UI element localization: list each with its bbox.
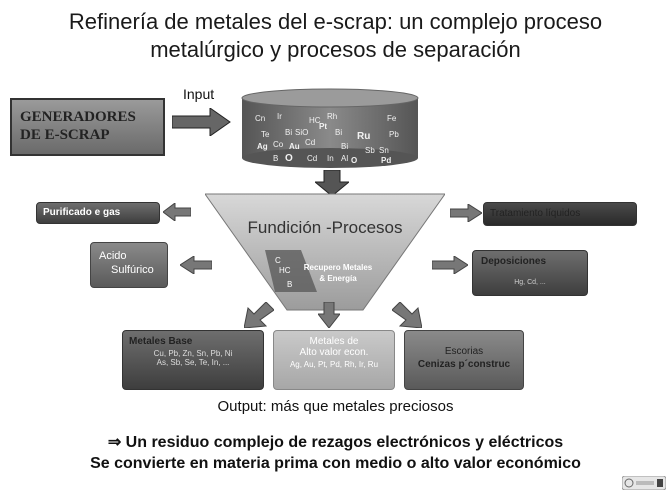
element-label: Bi (285, 128, 293, 137)
element-label: Pd (381, 156, 392, 165)
element-label: Pt (319, 122, 327, 131)
smelting-funnel (205, 193, 445, 311)
left-arrow-icon (163, 203, 191, 221)
deposiciones-box: Deposiciones Hg, Cd, ... (472, 250, 588, 296)
deposiciones-sub: Hg, Cd, ... (514, 279, 546, 286)
element-label: Ir (277, 112, 282, 121)
element-label: HC (309, 116, 321, 125)
element-label: O (285, 153, 293, 164)
footer-line1: ⇒ Un residuo complejo de rezagos electró… (107, 434, 564, 451)
element-label: SiO (295, 128, 309, 137)
right-arrow-icon (450, 204, 482, 222)
metales-base-line1: Cu, Pb, Zn, Sn, Pb, Ni (153, 349, 233, 358)
element-label: Pb (389, 130, 399, 139)
corner-logo-icon (622, 476, 666, 490)
purificado-gas-box: Purificado e gas (36, 202, 160, 224)
slide-title-line2: metalúrgico y procesos de separación (150, 37, 521, 62)
metales-base-box: Metales Base Cu, Pb, Zn, Sn, Pb, Ni As, … (122, 330, 264, 390)
element-label: Cd (305, 138, 316, 147)
funnel-title: Fundición -Procesos (247, 218, 403, 237)
noble-line2: Alto valor econ. (299, 347, 369, 358)
output-label: Output: más que metales preciosos (217, 398, 454, 415)
element-label: Sb (365, 146, 375, 155)
footer-line2: Se convierte en materia prima con medio … (90, 455, 581, 472)
element-label: Cd (307, 154, 318, 163)
element-label: Au (289, 142, 300, 151)
noble-line1: Metales de (309, 336, 359, 347)
element-label: B (287, 280, 293, 289)
generators-line2: DE E-SCRAP (20, 127, 110, 143)
element-label: Ru (357, 131, 371, 142)
scrap-cylinder (241, 88, 419, 168)
slide-title-line1: Refinería de metales del e-scrap: un com… (68, 9, 603, 34)
element-label: O (351, 156, 358, 165)
element-label: B (273, 154, 279, 163)
generators-line1: GENERADORES (20, 109, 136, 125)
recupero-line2: & Energía (319, 274, 357, 283)
acido-sulfurico-box: Acido Sulfúrico (90, 242, 168, 288)
escorias-box: Escorias Cenizas p´construc (404, 330, 524, 390)
tratamiento-liquidos-box: Tratamiento líquidos (483, 202, 637, 226)
down-right-arrow-icon (392, 302, 422, 328)
down-arrow-icon (315, 170, 349, 196)
cylinder-elements: Cn Ir Rh HC Pt Fe Te Bi SiO Bi Ru Pb Ag … (255, 112, 405, 167)
element-label: Ag (257, 142, 268, 151)
recupero-label: Recupero Metales & Energía (298, 262, 378, 284)
element-label: Bi (335, 128, 343, 137)
down-left-arrow-icon (244, 302, 274, 328)
element-label: HC (279, 266, 291, 275)
deposiciones-title: Deposiciones (481, 256, 547, 267)
metales-base-title: Metales Base (129, 336, 193, 347)
generators-box: GENERADORES DE E-SCRAP (10, 98, 165, 156)
recupero-line1: Recupero Metales (303, 263, 373, 272)
element-label: C (275, 256, 281, 265)
metales-base-line2: As, Sb, Se, Te, In, ... (156, 358, 230, 367)
element-label: In (327, 154, 334, 163)
right-arrow-icon (432, 256, 468, 274)
escorias-line2: Cenizas p´construc (417, 359, 511, 370)
noble-line3: Ag, Au, Pt, Pd, Rh, Ir, Ru (289, 360, 379, 369)
element-label: Al (341, 154, 349, 163)
element-label: Cn (255, 114, 266, 123)
element-label: Bi (341, 142, 349, 151)
element-label: Rh (327, 112, 338, 121)
acido-line2: Sulfúrico (111, 264, 154, 276)
left-arrow-icon (180, 256, 212, 274)
element-label: Co (273, 140, 284, 149)
escorias-line1: Escorias (444, 346, 484, 357)
metales-alto-valor-box: Metales de Alto valor econ. Ag, Au, Pt, … (273, 330, 395, 390)
input-arrow-icon (172, 108, 231, 136)
element-label: Fe (387, 114, 397, 123)
element-label: Te (261, 130, 270, 139)
down-arrow-icon (318, 302, 340, 328)
input-label: Input (183, 86, 215, 102)
acido-line1: Acido (99, 250, 127, 262)
element-label: Sn (379, 146, 389, 155)
